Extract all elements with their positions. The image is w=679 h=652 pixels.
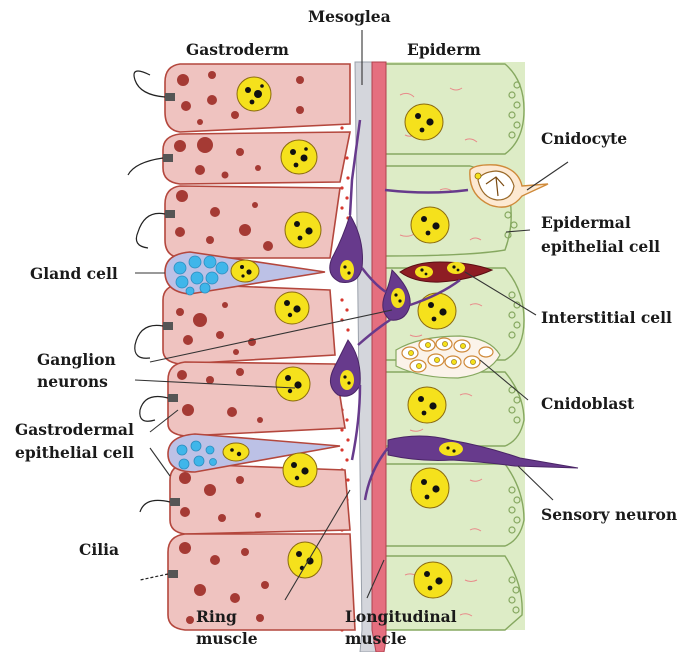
label-cnidoblast: Cnidoblast	[541, 394, 634, 414]
label-gastrodermal-epithelial-cell-line2: epithelial cell	[15, 443, 134, 463]
label-epiderm: Epiderm	[407, 40, 481, 60]
nucleus	[405, 104, 443, 140]
label-longitudinal-muscle-line1: Longitudinal	[345, 607, 457, 627]
nucleus	[408, 387, 446, 423]
nucleus	[276, 367, 310, 401]
gastrodermal-epithelial-cell	[168, 362, 345, 436]
gastrodermal-epithelial-cell	[170, 464, 350, 534]
label-ring-muscle-line2: muscle	[196, 629, 258, 649]
nucleus	[411, 207, 449, 243]
label-mesoglea: Mesoglea	[308, 7, 391, 27]
nucleus	[288, 542, 322, 578]
label-gastroderm: Gastroderm	[186, 40, 289, 60]
label-ganglion-neurons-line2: neurons	[37, 372, 108, 392]
epidermal-epithelial-cell	[385, 372, 524, 446]
nucleus	[418, 293, 456, 329]
nucleus	[237, 77, 271, 111]
label-sensory-neuron: Sensory neuron	[541, 505, 677, 525]
nucleus	[283, 453, 317, 487]
label-epidermal-epithelial-cell-line1: Epidermal	[541, 213, 631, 233]
label-gastrodermal-epithelial-cell-line1: Gastrodermal	[15, 420, 134, 440]
cnidocyte	[470, 165, 548, 207]
epidermal-epithelial-cell	[385, 64, 524, 154]
label-cilia: Cilia	[79, 540, 119, 560]
label-ganglion-neurons-line1: Ganglion	[37, 350, 116, 370]
gastrodermal-epithelial-cell	[163, 284, 335, 364]
longitudinal-muscle	[372, 62, 386, 652]
nucleus	[285, 212, 321, 248]
nucleus	[281, 140, 317, 174]
label-epidermal-epithelial-cell-line2: epithelial cell	[541, 237, 660, 257]
nucleus	[414, 562, 452, 598]
mesoglea-layer	[355, 62, 386, 652]
label-cnidocyte: Cnidocyte	[541, 129, 627, 149]
nucleus	[411, 468, 449, 508]
gastroderm-layer	[128, 64, 355, 630]
gastrodermal-epithelial-cell	[163, 132, 350, 184]
epidermal-epithelial-cell	[385, 464, 524, 546]
label-longitudinal-muscle-line2: muscle	[345, 629, 407, 649]
label-interstitial-cell: Interstitial cell	[541, 308, 672, 328]
label-ring-muscle-line1: Ring	[196, 607, 237, 627]
label-gland-cell: Gland cell	[30, 264, 118, 284]
nucleus	[275, 292, 309, 324]
